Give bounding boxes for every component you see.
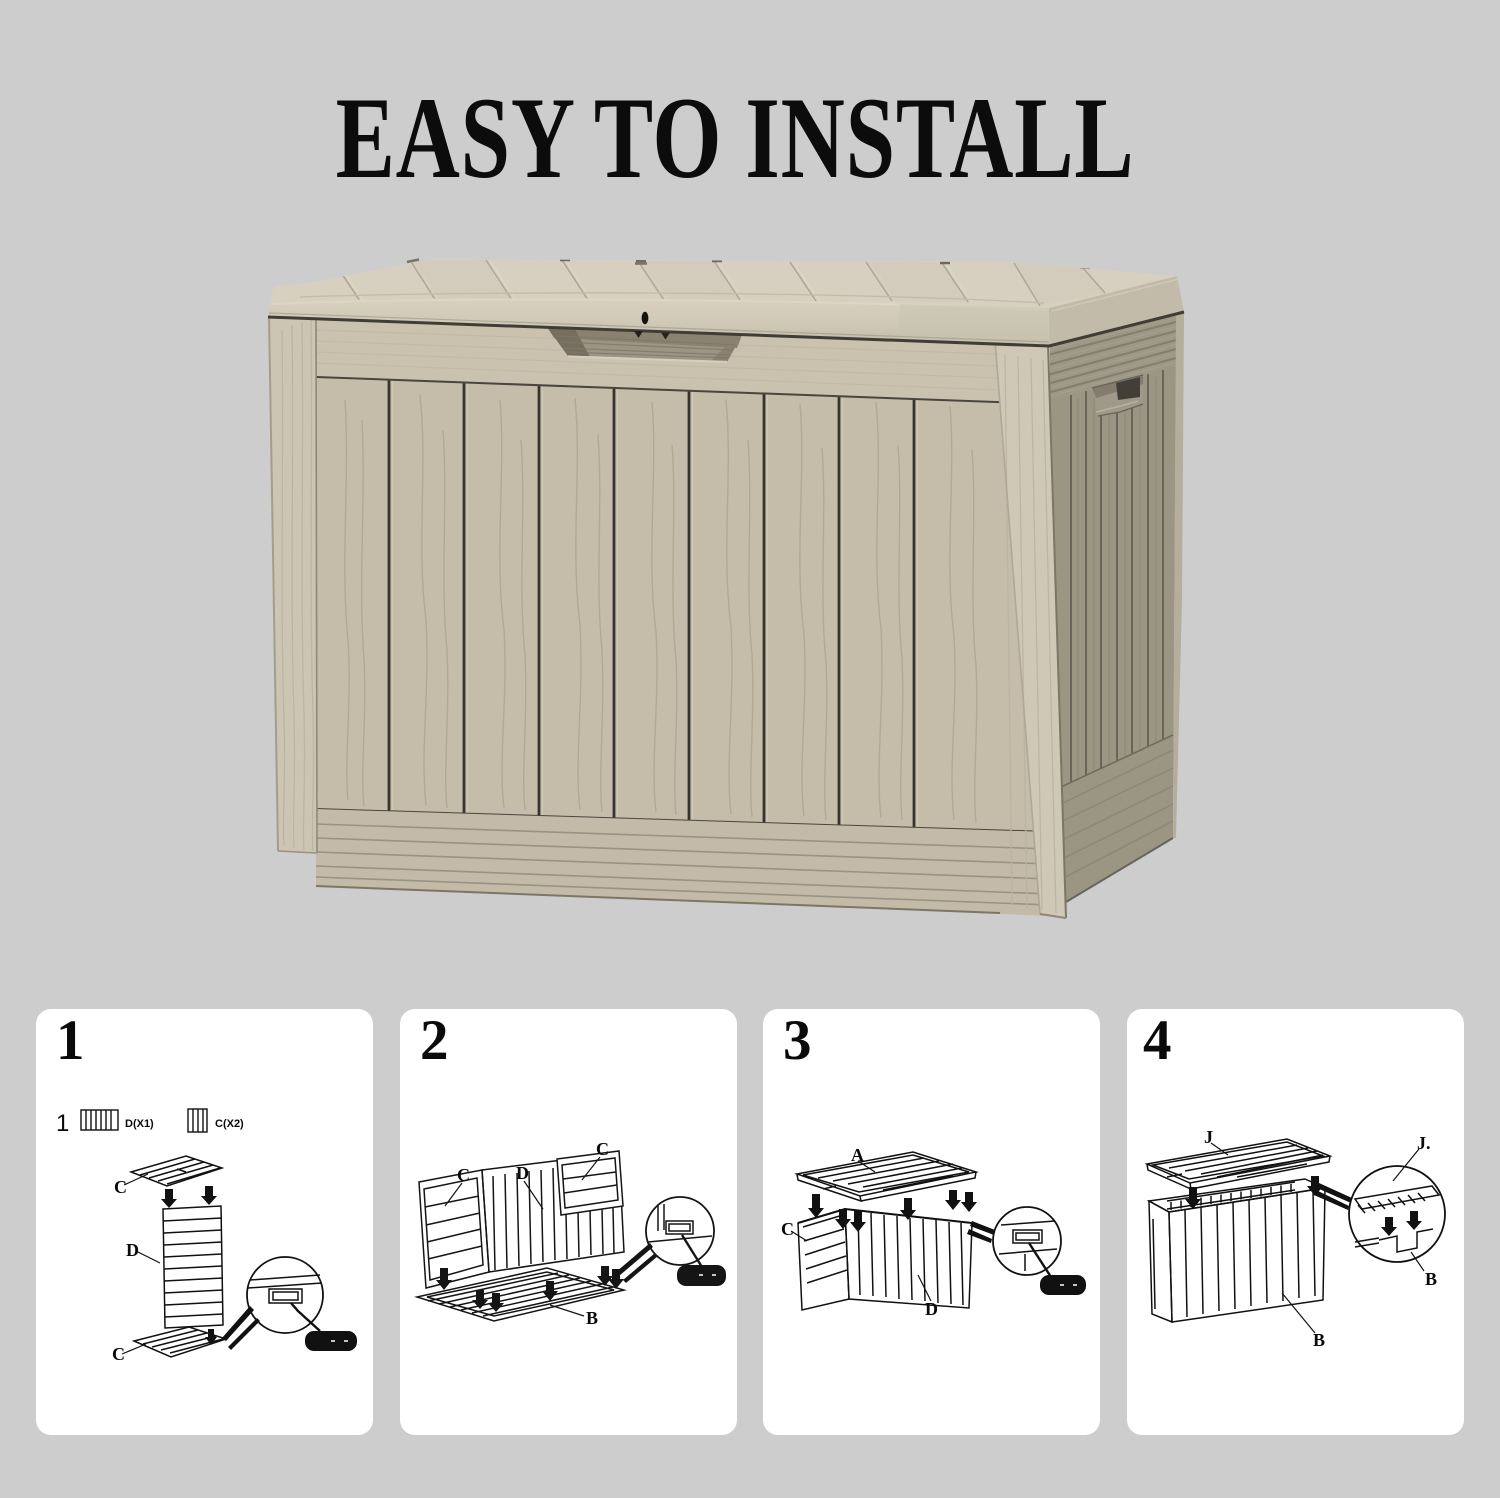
svg-text:B: B <box>1425 1269 1437 1289</box>
svg-text:C: C <box>457 1165 470 1185</box>
svg-text:J: J <box>1204 1127 1213 1147</box>
svg-text:B: B <box>586 1308 598 1328</box>
svg-text:D: D <box>925 1299 938 1319</box>
svg-text:C: C <box>596 1139 609 1159</box>
svg-text:C: C <box>112 1344 125 1364</box>
svg-text:1: 1 <box>56 1009 85 1072</box>
svg-text:4: 4 <box>1143 1009 1172 1072</box>
svg-text:J.: J. <box>1417 1133 1431 1153</box>
svg-text:A: A <box>851 1145 864 1165</box>
svg-text:C: C <box>781 1219 794 1239</box>
svg-text:1: 1 <box>56 1110 69 1137</box>
svg-text:C: C <box>114 1177 127 1197</box>
svg-text:2: 2 <box>420 1009 449 1072</box>
svg-text:C(X2): C(X2) <box>215 1118 244 1130</box>
svg-text:D: D <box>126 1240 139 1260</box>
svg-text:D: D <box>516 1163 529 1183</box>
svg-text:3: 3 <box>783 1009 812 1072</box>
svg-text:B: B <box>1313 1330 1325 1350</box>
svg-text:D(X1): D(X1) <box>125 1118 154 1130</box>
